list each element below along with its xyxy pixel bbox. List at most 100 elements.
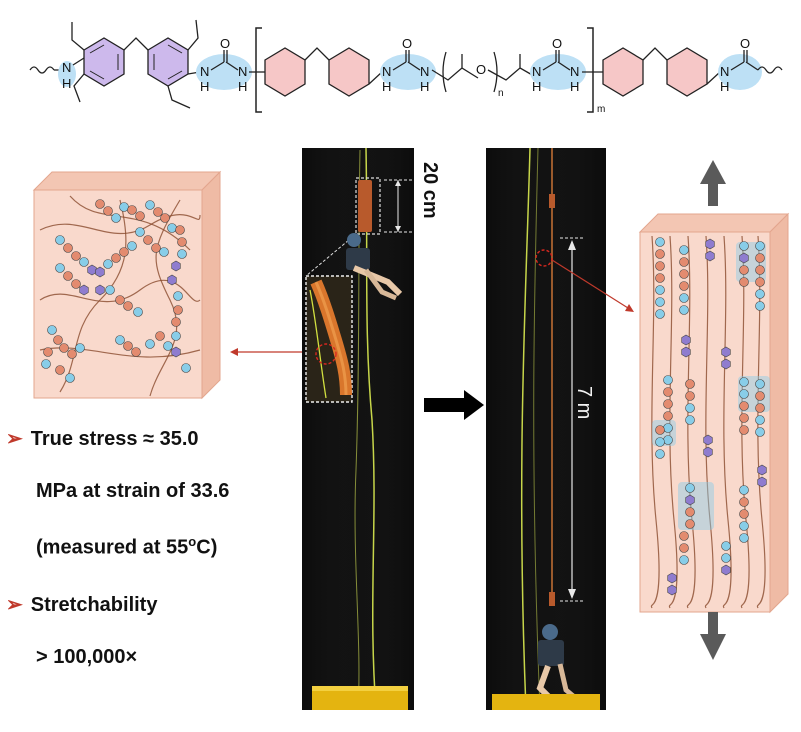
stretch-title: Stretchability: [30, 594, 158, 616]
hard-segment-bead: [143, 235, 153, 245]
hard-segment-bead: [163, 341, 173, 351]
hard-segment-bead: [41, 359, 51, 369]
hard-segment-bead: [755, 277, 765, 287]
hard-segment-bead: [739, 241, 749, 251]
bond: [730, 61, 745, 71]
hard-segment-bead: [55, 263, 65, 273]
urea-highlight: [718, 54, 762, 90]
aromatic-bead: [705, 238, 715, 250]
urea-highlight: [530, 54, 586, 90]
hard-segment-bead: [135, 211, 145, 221]
urea-highlight: [380, 54, 436, 90]
hard-segment-bead: [119, 202, 129, 212]
hard-segment-bead: [135, 227, 145, 237]
rope: [365, 147, 377, 711]
hard-segment-bead: [755, 241, 765, 251]
climber-helmet: [347, 233, 361, 247]
hard-segment-bead: [679, 293, 689, 303]
hard-segment-bead: [67, 349, 77, 359]
stress-line-3-suffix: C): [196, 536, 218, 559]
polymer-chain: [650, 235, 660, 609]
hard-segment-bead: [59, 343, 69, 353]
hard-segment-bead: [655, 449, 665, 459]
hard-segment-bead: [739, 533, 749, 543]
hard-segment-bead: [655, 285, 665, 295]
photo-before-stretch: [302, 147, 414, 711]
scale-label-7m: 7 m: [573, 386, 595, 419]
hard-segment-bead: [755, 253, 765, 263]
hard-segment-bead: [685, 403, 695, 413]
hydrogen-bond-domain: [678, 482, 714, 530]
nh-label: N: [420, 64, 429, 79]
aromatic-bead: [721, 564, 731, 576]
nh-h-label: H: [532, 79, 541, 94]
hard-segment-bead: [663, 411, 673, 421]
hard-segment-bead: [103, 206, 113, 216]
aromatic-bead: [667, 572, 677, 584]
hard-segment-bead: [679, 281, 689, 291]
propylene-unit: [487, 54, 535, 81]
hard-segment-bead: [145, 200, 155, 210]
hard-segment-bead: [103, 259, 113, 269]
bond: [225, 61, 239, 71]
methylene-bridge: [304, 47, 330, 61]
stretch-arrow-up: [700, 160, 726, 184]
aromatic-bead: [167, 274, 177, 286]
aromatic-bead: [703, 446, 713, 458]
hard-segment-bead: [739, 277, 749, 287]
bond: [167, 70, 183, 80]
hard-segment-bead: [679, 543, 689, 553]
hard-segment-bead: [663, 435, 673, 445]
ethyl-group: [187, 19, 199, 51]
hard-segment-bead: [115, 335, 125, 345]
hard-segment-bead: [119, 247, 129, 257]
aromatic-bead: [87, 264, 97, 276]
elastomer-specimen: [358, 180, 372, 232]
climber-body: [538, 640, 564, 666]
polymer-chain: [722, 235, 732, 609]
nh-label: N: [382, 64, 391, 79]
aromatic-bead: [681, 334, 691, 346]
hard-segment-bead: [655, 437, 665, 447]
hard-segment-bead: [655, 425, 665, 435]
hard-segment-bead: [111, 213, 121, 223]
aromatic-bead: [721, 346, 731, 358]
hard-segment-bead: [679, 531, 689, 541]
hard-segment-bead: [181, 363, 191, 373]
hard-segment-bead: [655, 273, 665, 283]
hard-segment-bead: [65, 373, 75, 383]
hard-segment-bead: [53, 335, 63, 345]
urea-highlight: [196, 54, 252, 90]
hard-segment-bead: [131, 347, 141, 357]
hard-segment-bead: [685, 379, 695, 389]
stress-line-3-row: (measured at 55oC): [6, 534, 217, 560]
nh-h-label: H: [382, 79, 391, 94]
polymer-chain: [668, 235, 678, 609]
bullet-arrow-icon: ➢: [6, 428, 23, 450]
hard-segment-bead: [151, 243, 161, 253]
stress-line-3-prefix: (measured at 55: [36, 536, 189, 559]
bond: [542, 61, 557, 71]
hard-segment-bead: [133, 307, 143, 317]
propylene-unit: [431, 54, 479, 81]
cyclohexane-ring: [666, 47, 708, 97]
chemical-structure: N H N H O N H: [29, 19, 783, 115]
bracket-right-m: [587, 27, 594, 113]
paren-right-n: [493, 51, 498, 93]
ethyl-group: [71, 22, 85, 51]
photo-after-stretch: [486, 147, 606, 711]
hard-segment-bead: [739, 425, 749, 435]
hard-segment-bead: [153, 207, 163, 217]
bond: [368, 71, 383, 85]
aromatic-bead: [681, 346, 691, 358]
methylene-bridge: [123, 37, 149, 51]
hard-segment-bead: [127, 205, 137, 215]
nh-label: N: [570, 64, 579, 79]
transition-arrow-head: [464, 390, 484, 420]
hard-segment-bead: [663, 399, 673, 409]
stress-bullet: ➢True stress ≈ 35.0: [6, 426, 199, 451]
hard-segment-bead: [739, 401, 749, 411]
connector-arrowhead: [625, 304, 634, 312]
hard-segment-bead: [755, 265, 765, 275]
